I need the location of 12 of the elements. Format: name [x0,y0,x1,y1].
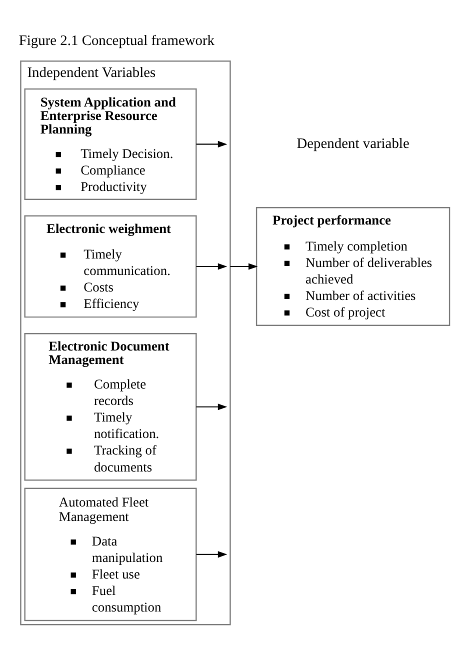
diagram-title: Figure 2.1 Conceptual framework [18,32,215,48]
node-box: Automated Fleet Management Data manipulation Fleet use Fuel consumption [24,487,197,621]
node-box: Project performance Timely completion Number of deliverables achieved Number of activities Cost of project [256,206,450,326]
arrow [196,140,228,147]
label: Dependent variable [296,136,410,152]
node-box: Electronic Document Management Complete records Timely notification. Tracking of documents [24,332,197,480]
node-box: Electronic weighment Timely communication. Costs Efficiency [24,214,197,318]
arrow [196,403,228,410]
arrow [196,262,228,270]
arrow [196,550,228,558]
arrow [230,262,258,270]
node-box: System Application and Enterprise Resource Planning Timely Decision. Compliance Productivity [24,88,197,200]
